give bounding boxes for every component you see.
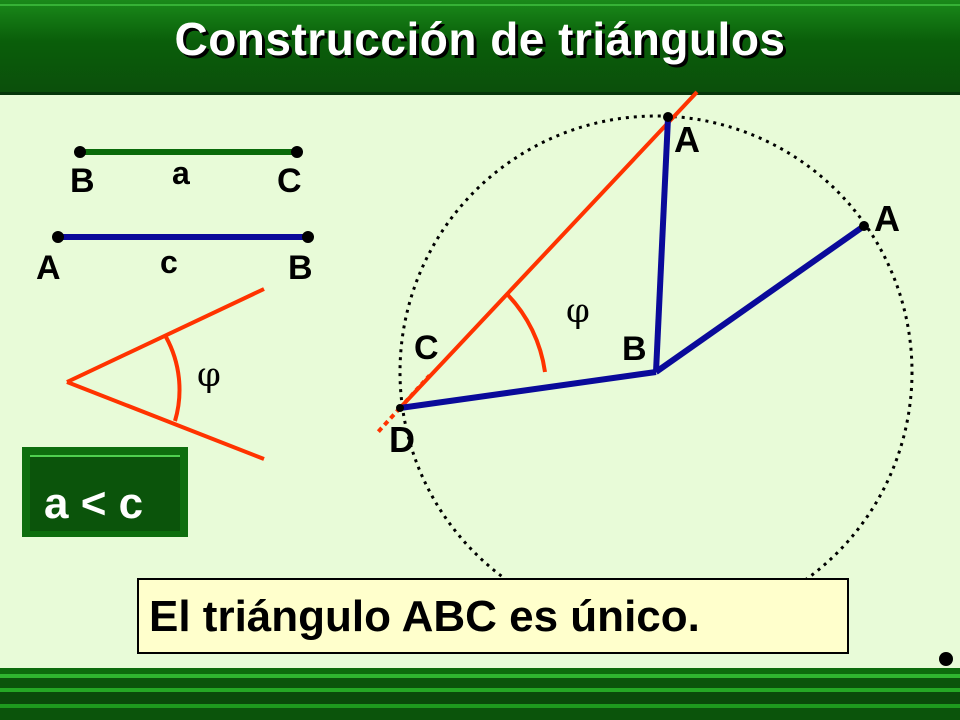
point-c-label: C <box>414 329 439 367</box>
conclusion-box: El triángulo ABC es único. <box>137 578 849 654</box>
bottom-decoration <box>0 668 960 720</box>
segment-c-end-label: B <box>288 249 313 287</box>
angle-ray-upper <box>66 287 265 384</box>
segment-ba-right <box>654 223 866 375</box>
point-b-label: B <box>622 330 647 368</box>
corner-dot <box>939 652 953 666</box>
point-c-dot <box>291 146 303 158</box>
angle-ray-lower <box>66 380 265 461</box>
segment-ba-top <box>653 117 671 373</box>
point-right-a-dot <box>859 221 869 231</box>
point-right-a-label: A <box>874 198 900 239</box>
title-bar: Construcción de triángulos <box>0 0 960 95</box>
segment-a-end-label: C <box>277 162 302 200</box>
angle-arc <box>164 336 182 422</box>
condition-text: a < c <box>44 479 144 528</box>
construction-angle-symbol: φ <box>566 291 590 331</box>
angle-symbol: φ <box>197 355 221 395</box>
point-a-dot <box>52 231 64 243</box>
ray-dc-extension <box>376 406 402 434</box>
point-top-a-label: A <box>674 119 700 160</box>
condition-inner: a < c <box>30 455 180 531</box>
segment-a-label: a <box>172 155 190 191</box>
point-d-label: D <box>389 419 415 460</box>
point-b-dot <box>74 146 86 158</box>
conclusion-text: El triángulo ABC es único. <box>149 592 700 641</box>
point-d-dot <box>396 404 404 412</box>
construction-angle-arc <box>505 292 547 373</box>
segment-c-label: c <box>160 244 178 280</box>
segment-a-start-label: B <box>70 162 95 200</box>
condition-box: a < c <box>22 447 188 537</box>
point-b2-dot <box>302 231 314 243</box>
ray-dc <box>398 90 699 410</box>
page-title: Construcción de triángulos <box>174 13 786 65</box>
point-top-a-dot <box>663 112 673 122</box>
segment-db <box>399 369 657 411</box>
segment-c-start-label: A <box>36 249 61 287</box>
